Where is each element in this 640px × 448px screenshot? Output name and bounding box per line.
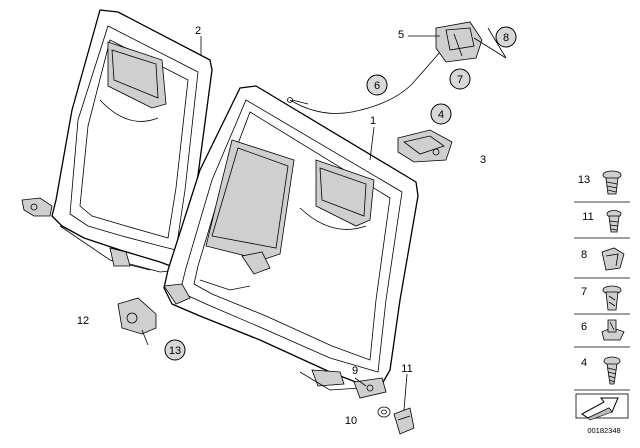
direction-arrow-icon [575,393,629,421]
callout-13: 13 [169,345,181,357]
callout-7-circle [449,68,471,90]
callout-4: 4 [438,109,444,121]
self-tapping-screw-icon [603,356,621,385]
fastener-legend: 13 11 8 7 6 [574,170,630,435]
latch-bracket [397,129,453,163]
leader-lines [141,27,507,411]
callouts: 1 2 3 4 5 6 7 8 9 10 11 12 13 [77,25,517,427]
callout-10: 10 [345,415,357,427]
release-cable [287,51,441,114]
lock-assembly [435,21,483,63]
diagram-code: 00182348 [587,426,620,435]
rear-backrest-frame [21,9,213,273]
callout-7: 7 [457,74,463,86]
legend-label-7: 7 [581,286,587,298]
callout-9: 9 [352,365,358,377]
front-backrest-frame [163,85,419,391]
washer-part-10 [377,406,391,418]
callout-4-circle [430,103,452,125]
callout-3: 3 [480,154,486,166]
bolt-icon [606,210,622,233]
expansion-rivet-icon [602,285,622,311]
callout-2: 2 [195,25,201,37]
callout-8-circle [495,26,517,48]
screw-icon [602,170,622,195]
callout-8: 8 [503,32,509,44]
callout-13-circle [164,339,186,361]
plastic-rivet-icon [601,319,625,341]
callout-6-circle [366,74,388,96]
legend-label-11: 11 [582,211,593,223]
callout-12: 12 [77,315,89,327]
callout-11: 11 [401,363,412,375]
legend-label-4: 4 [581,357,587,369]
clip-nut-icon [601,247,625,271]
callout-6: 6 [374,80,380,92]
legend-label-13: 13 [578,174,590,186]
legend-label-6: 6 [581,321,587,333]
legend-label-8: 8 [581,249,587,261]
mounting-bracket-part-12 [117,297,157,335]
callout-1: 1 [370,115,376,127]
bolt-part-11 [393,407,415,435]
callout-5: 5 [398,29,404,41]
